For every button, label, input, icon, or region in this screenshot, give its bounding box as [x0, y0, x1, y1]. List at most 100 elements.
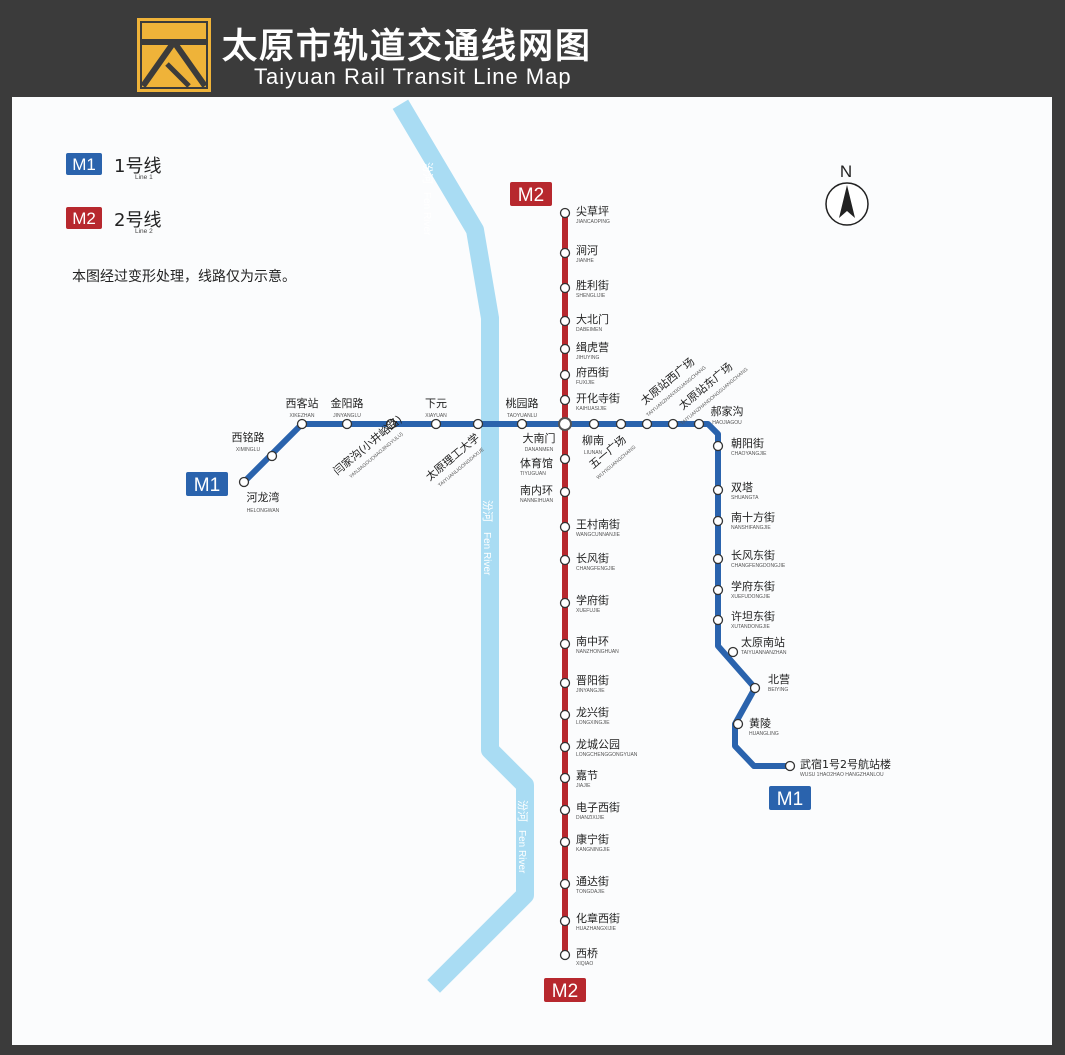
river-label-zh-2: 汾河 [481, 500, 494, 522]
station-marker [559, 741, 571, 753]
station-name-en: NANZHONGHUAN [576, 649, 619, 655]
station-marker [712, 614, 724, 626]
station-marker [727, 646, 739, 658]
station-marker [559, 597, 571, 609]
station-name-en: DABEIMEN [576, 327, 603, 333]
legend-line-2-name: 2号线 [114, 210, 161, 231]
station-name: 金阳路 [331, 396, 364, 410]
station-marker [559, 343, 571, 355]
station-marker [559, 282, 571, 294]
station-name: 长风街 [576, 551, 609, 565]
station-name-en: XIQIAO [576, 961, 593, 967]
station-name-en: FUXIJIE [576, 380, 595, 386]
station-m1: 大南门 DANANMEN [523, 417, 572, 453]
station-name-en: JIAJIE [576, 783, 591, 789]
station-name-en: KAIHUASIJIE [576, 406, 607, 412]
station-marker [516, 418, 528, 430]
station-name: 西客站 [286, 396, 319, 410]
station-name: 体育馆 [520, 456, 553, 470]
station-name: 大北门 [576, 312, 609, 326]
station-marker [588, 418, 600, 430]
station-marker [266, 450, 278, 462]
station-marker [712, 484, 724, 496]
svg-text:M1: M1 [194, 475, 220, 496]
station-name: 学府街 [576, 593, 609, 607]
station-marker [784, 760, 796, 772]
station-marker [641, 418, 653, 430]
station-marker [559, 915, 571, 927]
station-name-en: XIMINGLU [236, 447, 261, 453]
station-name-en: LONGCHENGGONGYUAN [576, 752, 638, 758]
station-name-en: SHUANGTA [731, 495, 759, 501]
line-2-badge-north: M2 [510, 182, 552, 206]
station-marker [559, 677, 571, 689]
station-marker [712, 440, 724, 452]
station-marker [559, 709, 571, 721]
station-marker [385, 418, 397, 430]
station-marker [559, 949, 571, 961]
station-marker [559, 836, 571, 848]
station-name-en: DIANZIXIJIE [576, 815, 605, 821]
station-name-en: NANNEIHUAN [520, 498, 553, 504]
station-name: 下元 [425, 397, 447, 410]
legend-line-2: M2 2号线 Line 2 [66, 207, 161, 235]
station-name: 通达街 [576, 874, 609, 888]
station-name: 南中环 [576, 635, 609, 648]
station-name: 太原南站 [741, 635, 785, 649]
station-name-en: HAOJIAGOU [712, 420, 742, 426]
station-marker [559, 804, 571, 816]
river-label-en-1: Fen River [421, 192, 432, 236]
station-name-en: TAOYUANLU [507, 413, 538, 419]
station-name-en: LIUNAN [584, 450, 603, 456]
station-marker [559, 554, 571, 566]
stations-layer: 河龙湾HELONGWAN西铭路XIMINGLU西客站XIKEZHAN金阳路JIN… [232, 205, 892, 967]
station-name-en: DANANMEN [525, 447, 554, 453]
station-name: 黄陵 [749, 716, 771, 730]
station-marker [238, 476, 250, 488]
station-name: 化章西街 [576, 911, 620, 925]
header-bar: 太原市轨道交通线网图 Taiyuan Rail Transit Line Map [0, 0, 1065, 96]
station-name-en: WANGCUNNANJIE [576, 532, 621, 538]
map-title: 太原市轨道交通线网图 [222, 27, 593, 67]
station-name: 尖草坪 [576, 205, 609, 218]
fen-river [392, 99, 534, 993]
station-marker [559, 207, 571, 219]
station-name-en: XUEFUDONGJIE [731, 594, 771, 600]
station-name-en: LONGXINGJIE [576, 720, 610, 726]
station-name: 涧河 [576, 244, 598, 257]
station-name-en: NANSHIFANGJIE [731, 525, 771, 531]
station-name-en: CHAOYANGJIE [731, 451, 767, 457]
station-name: 柳南 [582, 433, 604, 447]
station-name: 大南门 [523, 431, 556, 445]
legend-line-1: M1 1号线 Line 1 [66, 153, 161, 181]
station-name-en: SHENGLIJIE [576, 293, 606, 299]
station-marker [712, 515, 724, 527]
line-1-track [241, 421, 790, 769]
svg-text:M2: M2 [552, 981, 578, 1002]
map-title-english: Taiyuan Rail Transit Line Map [254, 64, 572, 89]
compass-north-label: N [840, 162, 852, 181]
station-marker [732, 718, 744, 730]
north-compass-icon: N [825, 162, 869, 226]
station-name-en: HUANGLING [749, 731, 779, 737]
station-marker [559, 638, 571, 650]
station-name: 朝阳街 [731, 436, 764, 450]
station-name: 龙城公园 [576, 738, 620, 751]
